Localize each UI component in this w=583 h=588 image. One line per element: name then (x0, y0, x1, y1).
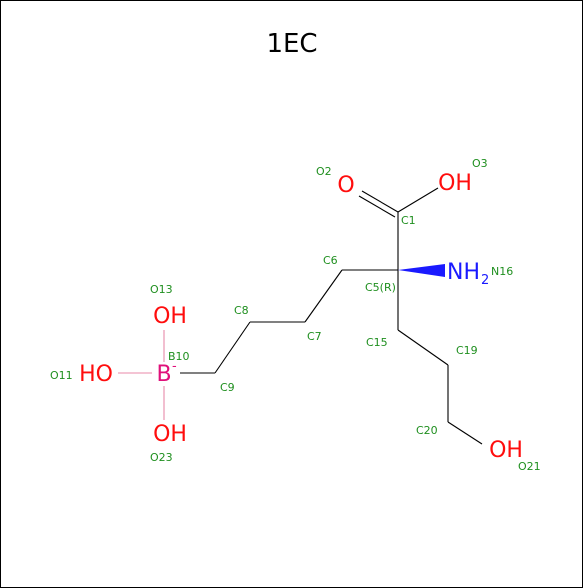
bond-c6-c7 (304, 269, 343, 323)
bond-c1-o3 (397, 187, 439, 213)
bond-c5-n16-wedge (398, 264, 445, 277)
bond-c15-c19 (397, 329, 449, 366)
atom-o23: OH (153, 422, 187, 447)
label-o13: O13 (150, 283, 173, 296)
label-c7: C7 (307, 330, 322, 343)
bond-c1-o2-a (361, 190, 399, 213)
atom-b10: B (156, 362, 171, 387)
bond-c8-c9 (214, 321, 251, 374)
atom-o21: OH (489, 438, 523, 463)
atom-o2: O (337, 173, 354, 198)
label-o2: O2 (316, 165, 332, 178)
atom-n16: NH (447, 260, 480, 285)
bonds (118, 187, 483, 445)
atom-o11: HO (79, 362, 113, 387)
label-c6: C6 (323, 254, 338, 267)
atom-o3: OH (438, 171, 472, 196)
label-o3: O3 (472, 157, 488, 170)
bond-c1-o2-b (358, 195, 396, 218)
atom-b10-charge: - (172, 359, 177, 374)
label-c19: C19 (456, 344, 478, 357)
atom-symbols: O OH NH 2 B - OH HO OH OH (79, 171, 523, 463)
atom-labels: O2 O3 C1 C5(R) N16 C6 C7 C8 C9 B10 O11 O… (50, 157, 541, 473)
label-c20: C20 (416, 424, 438, 437)
atom-n16-subscript: 2 (481, 273, 489, 288)
label-o21: O21 (518, 460, 541, 473)
label-o11: O11 (50, 369, 73, 382)
diagram-title: 1EC (266, 29, 317, 59)
label-n16: N16 (491, 265, 513, 278)
label-c5: C5(R) (365, 281, 396, 294)
atom-o13: OH (153, 304, 187, 329)
label-c1: C1 (401, 214, 416, 227)
label-c8: C8 (234, 304, 249, 317)
label-c15: C15 (366, 336, 388, 349)
label-o23: O23 (150, 451, 173, 464)
label-b10: B10 (168, 350, 190, 363)
label-c9: C9 (220, 381, 235, 394)
bond-c20-o21 (447, 421, 483, 445)
